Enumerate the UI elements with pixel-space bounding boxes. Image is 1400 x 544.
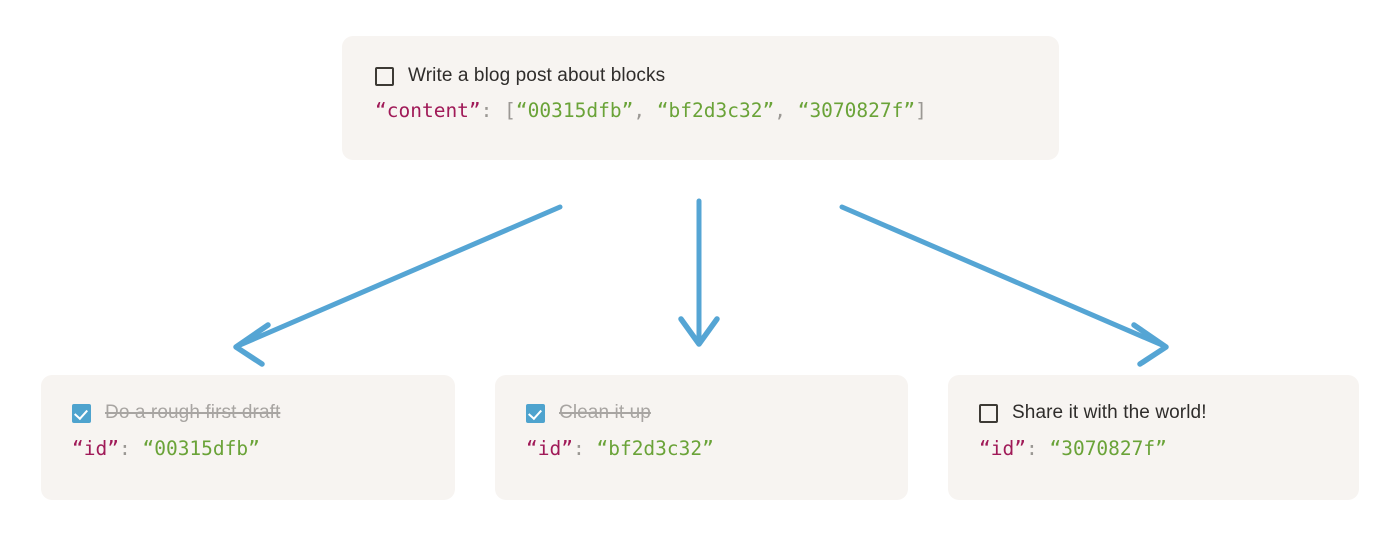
- json-space: [492, 99, 504, 122]
- json-open-bracket: [: [504, 99, 516, 122]
- json-separator-1: ,: [774, 99, 798, 122]
- json-colon: :: [1025, 437, 1038, 460]
- todo-label-root: Write a blog post about blocks: [408, 65, 666, 86]
- arrow-to-child-2: [678, 198, 720, 347]
- json-key: “content”: [375, 99, 481, 122]
- block-card-child-3[interactable]: Share it with the world! “id”: “3070827f…: [948, 375, 1359, 500]
- todo-label-child-3: Share it with the world!: [1012, 402, 1207, 423]
- json-value-1: “bf2d3c32”: [656, 99, 775, 122]
- json-value-2: “3070827f”: [797, 99, 916, 122]
- json-key: “id”: [526, 437, 573, 460]
- checkbox-unchecked-icon[interactable]: [375, 66, 394, 86]
- checkbox-checked-icon[interactable]: [526, 403, 545, 423]
- json-space: [1038, 437, 1050, 460]
- json-value: “bf2d3c32”: [596, 437, 714, 460]
- json-key: “id”: [979, 437, 1026, 460]
- todo-label-child-2: Clean it up: [559, 402, 651, 423]
- json-value: “00315dfb”: [142, 437, 260, 460]
- block-card-child-1[interactable]: Do a rough first draft “id”: “00315dfb”: [41, 375, 455, 500]
- checkbox-checked-icon[interactable]: [72, 403, 91, 423]
- checkbox-unchecked-icon[interactable]: [979, 403, 998, 423]
- json-close-bracket: ]: [915, 99, 927, 122]
- json-colon: :: [572, 437, 585, 460]
- json-line-child-2: “id”: “bf2d3c32”: [526, 436, 908, 462]
- block-card-child-2[interactable]: Clean it up “id”: “bf2d3c32”: [495, 375, 908, 500]
- todo-row-child-3: Share it with the world!: [979, 400, 1359, 426]
- json-line-child-3: “id”: “3070827f”: [979, 436, 1359, 462]
- json-key: “id”: [72, 437, 119, 460]
- todo-row-child-2: Clean it up: [526, 400, 908, 426]
- todo-label-child-1: Do a rough first draft: [105, 402, 281, 423]
- json-value: “3070827f”: [1049, 437, 1167, 460]
- json-separator-0: ,: [633, 99, 657, 122]
- todo-row-child-1: Do a rough first draft: [72, 400, 455, 426]
- json-line-child-1: “id”: “00315dfb”: [72, 436, 455, 462]
- json-colon: :: [480, 99, 493, 122]
- json-space: [131, 437, 143, 460]
- json-line-root: “content”: [“00315dfb”, “bf2d3c32”, “307…: [375, 98, 1059, 124]
- json-value-0: “00315dfb”: [515, 99, 634, 122]
- arrow-to-child-3: [839, 204, 1169, 367]
- arrow-to-child-1: [233, 204, 563, 367]
- json-space: [585, 437, 597, 460]
- block-card-root[interactable]: Write a blog post about blocks “content”…: [342, 36, 1059, 160]
- todo-row-root: Write a blog post about blocks: [375, 63, 1059, 89]
- json-colon: :: [118, 437, 131, 460]
